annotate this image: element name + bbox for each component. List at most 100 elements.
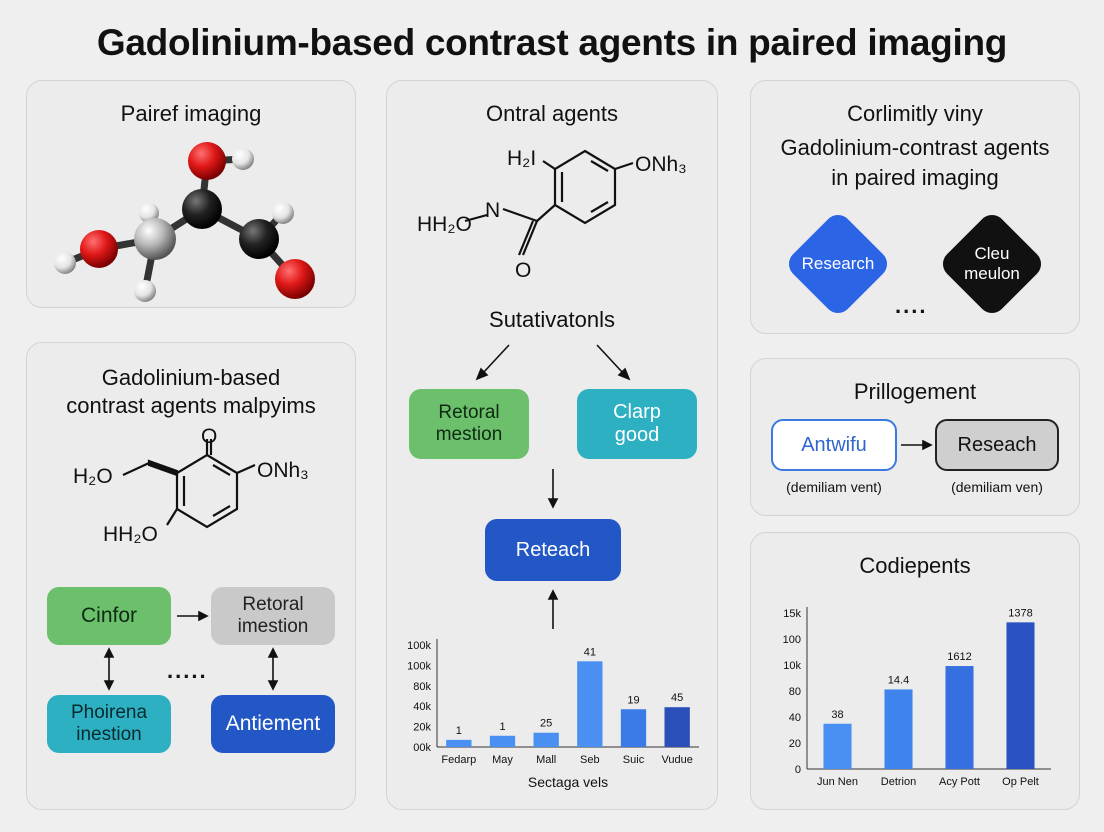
x-tick-label: Vudue	[661, 754, 692, 766]
panel-line1: Corlimitly viny	[847, 101, 983, 126]
bar	[1006, 622, 1035, 769]
y-tick-label: 100k	[407, 660, 431, 672]
page-title: Gadolinium-based contrast agents in pair…	[96, 22, 1008, 63]
bar	[884, 689, 913, 769]
caption-left: (demiliam vent)	[786, 479, 882, 495]
panel-title-line2: contrast agents malpyims	[66, 393, 316, 418]
panel-title: Codiepents	[859, 553, 971, 578]
onh3-label: ONh₃	[257, 459, 309, 482]
diamond-label: Research	[801, 254, 875, 273]
x-tick-label: Seb	[580, 754, 600, 766]
bar	[489, 735, 516, 747]
panel-title: Pairef imaging	[120, 101, 262, 126]
y-tick-label: 100	[783, 634, 801, 646]
x-tick-label: Jun Nen	[817, 776, 858, 788]
onh3-label: ONh₃	[635, 153, 687, 176]
bar	[577, 661, 603, 747]
x-tick-label: Op Pelt	[1002, 776, 1039, 788]
chemical-structure: O H₂O ONh₃ HH₂O .....	[73, 425, 309, 691]
h2o-label: H₂O	[73, 465, 113, 488]
box-reteach: Reteach	[485, 519, 621, 581]
data-label: 19	[627, 694, 639, 706]
x-tick-label: Acy Pott	[939, 776, 980, 788]
data-label: 45	[671, 692, 683, 704]
y-tick-label: 10k	[783, 660, 801, 672]
hydrogen-atom	[54, 252, 76, 274]
panel-contrast-agents: Gadolinium-based contrast agents malpyim…	[26, 342, 356, 810]
panel-paired-imaging: Pairef imaging	[26, 80, 356, 308]
data-label: 25	[540, 718, 552, 730]
ellipsis: ....	[895, 293, 928, 318]
y-tick-label: 20k	[413, 722, 431, 734]
panel-title: Ontral agents	[485, 101, 619, 126]
hydrogen-atom	[134, 280, 156, 302]
subtitle: Sutativatonls	[489, 307, 615, 332]
flow-box-antiement: Antiement	[211, 695, 335, 753]
x-tick-label: Suic	[623, 754, 645, 766]
x-tick-label: Detrion	[881, 776, 916, 788]
y-tick-label: 80	[789, 686, 801, 698]
panel-line3: in paired imaging	[831, 165, 999, 190]
carbon-atom	[134, 218, 176, 260]
oxygen-atom	[275, 259, 315, 299]
hydrogen-atom	[232, 148, 254, 170]
x-tick-label: Mall	[536, 754, 556, 766]
data-label: 38	[831, 709, 843, 721]
data-label: 1	[456, 725, 462, 737]
panel-title: Prillogement	[853, 379, 977, 404]
data-label: 14.4	[888, 674, 909, 686]
y-tick-label: 100k	[407, 640, 431, 652]
molecule-3d-illustration	[54, 142, 315, 302]
chemical-structure: H₂I ONh₃ HH₂O N O	[417, 147, 687, 381]
y-tick-label: 0	[795, 764, 801, 776]
data-label: 1378	[1008, 607, 1032, 619]
panel-ontral-agents: Ontral agents H₂I ONh₃ HH₂O N O Sutativa…	[386, 80, 718, 810]
x-tick-label: May	[492, 754, 513, 766]
panel-line2: Gadolinium-contrast agents	[780, 135, 1050, 160]
bar-chart-1: 100k100k80k40k20k00k1Fedarp1May25Mall41S…	[407, 639, 699, 790]
y-tick-label: 00k	[413, 742, 431, 754]
y-tick-label: 40k	[413, 701, 431, 713]
y-tick-label: 80k	[413, 681, 431, 693]
bar	[533, 732, 559, 747]
hydrogen-atom	[272, 202, 294, 224]
data-label: 41	[584, 646, 596, 658]
hydrogen-atom	[139, 203, 159, 223]
h2o-label: HH₂O	[103, 523, 158, 546]
h2i-label: H₂I	[507, 147, 536, 170]
bar	[620, 709, 647, 747]
caption-right: (demiliam ven)	[951, 479, 1043, 495]
box-antwifu: Antwifu	[771, 419, 897, 471]
panel-prillogement: Prillogement Antwifu Reseach (demiliam v…	[750, 358, 1080, 516]
carbon-atom	[182, 189, 222, 229]
box-reseach: Reseach	[935, 419, 1059, 471]
oxygen-label: O	[515, 259, 531, 282]
bar	[823, 723, 852, 769]
oxygen-atom	[80, 230, 118, 268]
oxygen-label: O	[201, 425, 217, 448]
panel-corlimitly: Corlimitly viny Gadolinium-contrast agen…	[750, 80, 1080, 334]
data-label: 1612	[947, 651, 971, 663]
oxygen-atom	[188, 142, 226, 180]
y-tick-label: 40	[789, 712, 801, 724]
h2o-label: HH₂O	[417, 213, 472, 236]
y-tick-label: 15k	[783, 608, 801, 620]
connector-arrows	[547, 469, 559, 629]
x-tick-label: Fedarp	[441, 754, 476, 766]
carbon-atom	[239, 219, 279, 259]
ellipsis: .....	[167, 658, 208, 683]
flow-box-cinfor: Cinfor	[47, 587, 171, 645]
y-tick-label: 20	[789, 738, 801, 750]
diamond-research: Research	[783, 209, 893, 319]
nitrogen-label: N	[485, 199, 500, 222]
arrow-right-icon	[901, 439, 933, 451]
bar	[664, 707, 690, 747]
